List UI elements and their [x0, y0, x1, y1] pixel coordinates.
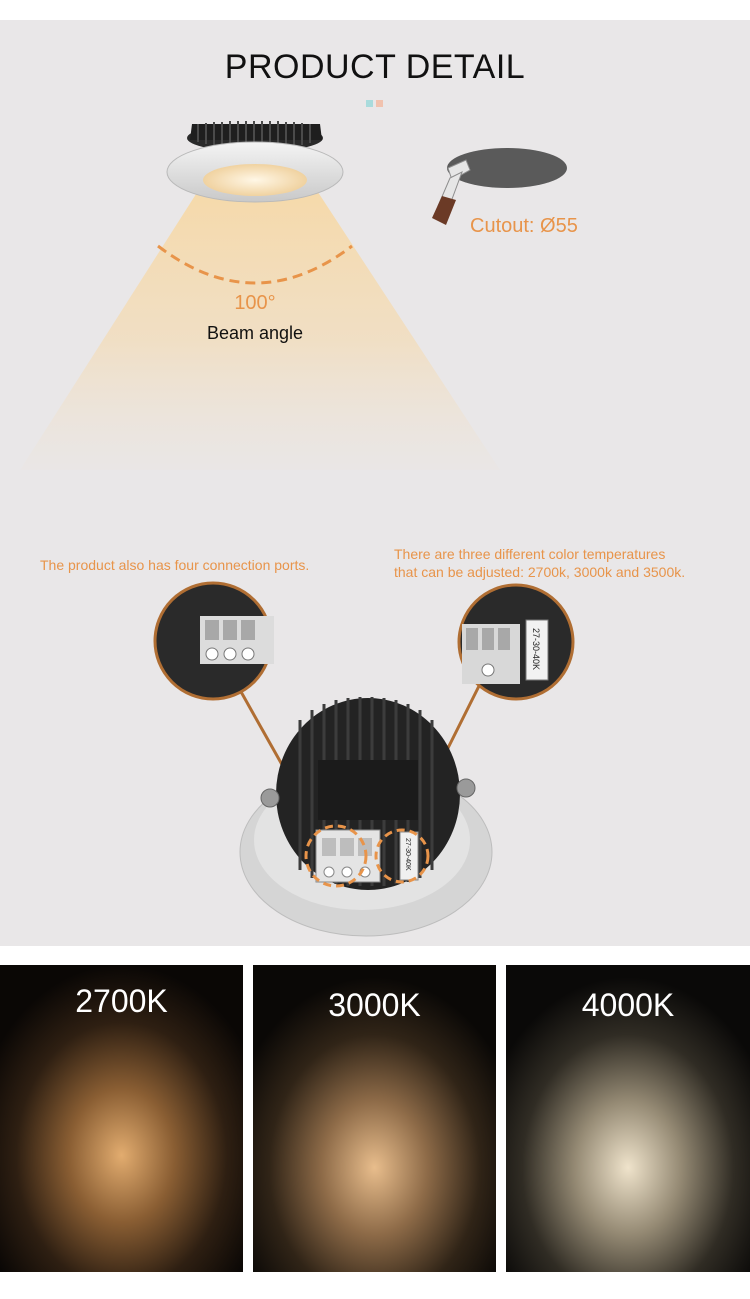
- temperature-label-3000k: 3000K: [328, 987, 421, 1023]
- switch-zoom-label: 27-30-40K: [531, 628, 541, 670]
- downlight-lens: [203, 164, 307, 196]
- accent-dot-peach: [376, 100, 383, 107]
- product-detail-panel: PRODUCT DETAIL: [0, 20, 750, 946]
- color-temperature-note-line1: There are three different color temperat…: [394, 546, 666, 562]
- color-temperature-note: There are three different color temperat…: [394, 545, 739, 581]
- downlight-illustration: [20, 121, 567, 470]
- saw-icon: [432, 159, 471, 225]
- fixture-back-illustration: 27-30-40K: [153, 581, 575, 937]
- light-spot-4000k: [506, 965, 750, 1272]
- cutout-label: Cutout: Ø55: [470, 215, 578, 237]
- temperature-card-4000k: 4000K: [506, 965, 750, 1272]
- accent-dot-teal: [366, 100, 373, 107]
- temperature-card-3000k: 3000K: [253, 965, 496, 1272]
- page-title: PRODUCT DETAIL: [224, 48, 526, 86]
- beam-angle-arc: [157, 244, 353, 285]
- temperature-card-2700k: 2700K: [0, 965, 243, 1272]
- light-spot-2700k: [0, 965, 243, 1272]
- beam-angle-label: Beam angle: [206, 323, 304, 343]
- beam-angle-value: 100°: [234, 292, 276, 314]
- temperature-label-2700k: 2700K: [75, 983, 168, 1019]
- ports-zoom-callout: [153, 581, 274, 701]
- connection-ports-note: The product also has four connection por…: [40, 557, 310, 573]
- light-spot-3000k: [253, 965, 496, 1272]
- cutout-hole: [447, 148, 567, 188]
- light-beam-cone: [20, 180, 500, 470]
- color-temperature-note-line2: that can be adjusted: 2700k, 3000k and 3…: [394, 564, 686, 580]
- temperature-label-4000k: 4000K: [581, 987, 675, 1023]
- title-accent-dots: [366, 94, 386, 107]
- switch-highlight-circle: [374, 828, 430, 884]
- ports-highlight-circle: [304, 824, 368, 888]
- switch-zoom-callout: [457, 583, 575, 701]
- switch-label: 27-30-40K: [404, 838, 411, 871]
